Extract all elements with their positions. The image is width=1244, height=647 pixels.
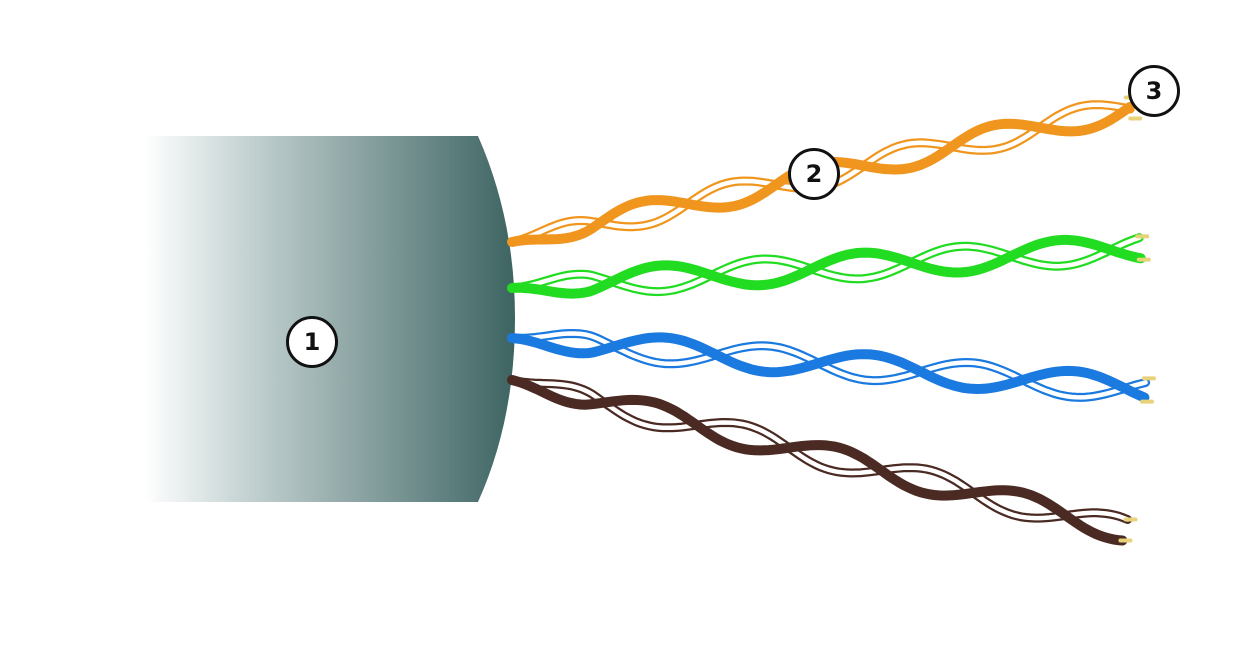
wire-green-solid [507, 234, 1146, 299]
callout-2-twisted-pair: 2 [788, 148, 840, 200]
twisted-pair-green [507, 233, 1151, 299]
wire-blue-solid [507, 332, 1150, 403]
twisted-pair-blue [507, 328, 1156, 404]
callout-3-conductor: 3 [1128, 65, 1180, 117]
cable-jacket [145, 136, 515, 502]
twisted-pair-brown [507, 375, 1138, 546]
callout-1-cable-jacket: 1 [286, 316, 338, 368]
wire-brown-solid [507, 375, 1128, 546]
wire-brown-white [509, 377, 1130, 522]
